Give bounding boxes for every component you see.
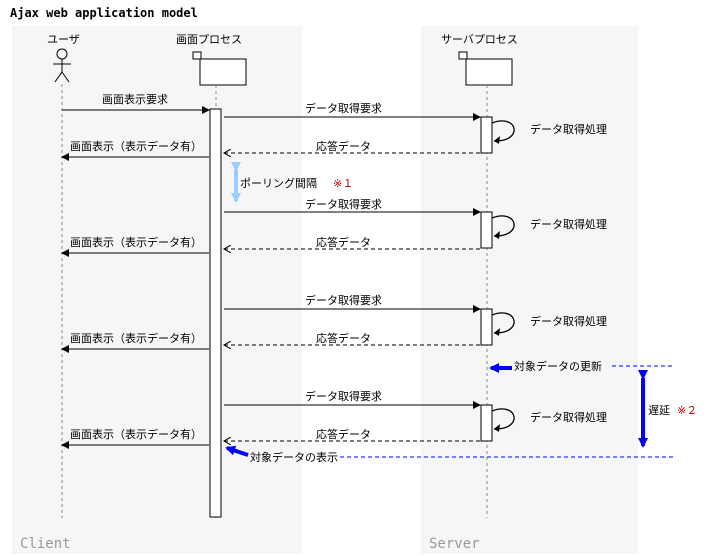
data-display-label: 対象データの表示 bbox=[250, 450, 338, 464]
screen-activation-bar bbox=[209, 108, 222, 518]
delay-label: 遅延 bbox=[648, 404, 670, 417]
server-zone-label: Server bbox=[429, 536, 480, 552]
data-request-label: データ取得要求 bbox=[305, 197, 382, 211]
server-activation-bar bbox=[480, 308, 493, 346]
lane-label-screen: 画面プロセス bbox=[176, 33, 242, 46]
self-call-loop bbox=[491, 215, 515, 237]
data-request-label: データ取得要求 bbox=[305, 293, 382, 307]
data-process-label: データ取得処理 bbox=[530, 410, 607, 424]
response-label: 応答データ bbox=[316, 235, 371, 249]
response-label: 応答データ bbox=[316, 139, 371, 153]
data-process-label: データ取得処理 bbox=[530, 217, 607, 231]
server-process-box bbox=[458, 51, 513, 86]
client-zone bbox=[12, 26, 302, 554]
server-activation-bar bbox=[480, 211, 493, 249]
server-activation-bar bbox=[480, 404, 493, 442]
self-call-loop bbox=[491, 408, 515, 430]
data-display-arrow bbox=[225, 445, 249, 457]
display-with-data-label: 画面表示（表示データ有） bbox=[70, 331, 202, 345]
server-activation-bar bbox=[480, 116, 493, 154]
response-label: 応答データ bbox=[316, 427, 371, 441]
client-zone-label: Client bbox=[20, 536, 71, 552]
self-call-loop bbox=[491, 312, 515, 334]
self-call-arrowhead bbox=[494, 424, 500, 432]
data-request-label: データ取得要求 bbox=[305, 389, 382, 403]
self-call-loop bbox=[491, 120, 515, 142]
lane-label-server: サーバプロセス bbox=[441, 33, 518, 46]
note1-marker: ※１ bbox=[333, 177, 353, 190]
display-with-data-label: 画面表示（表示データ有） bbox=[70, 139, 202, 153]
screen-process-box bbox=[192, 51, 247, 86]
self-call-arrowhead bbox=[494, 136, 500, 144]
note2-marker: ※２ bbox=[677, 404, 697, 417]
self-call-arrowhead bbox=[494, 328, 500, 336]
diagram-title: Ajax web application model bbox=[10, 6, 198, 20]
data-update-label: 対象データの更新 bbox=[514, 359, 602, 373]
response-label: 応答データ bbox=[316, 331, 371, 345]
data-process-label: データ取得処理 bbox=[530, 314, 607, 328]
server-zone bbox=[421, 26, 638, 554]
data-request-label: データ取得要求 bbox=[305, 101, 382, 115]
display-with-data-label: 画面表示（表示データ有） bbox=[70, 235, 202, 249]
display-with-data-label: 画面表示（表示データ有） bbox=[70, 427, 202, 441]
lane-label-user: ユーザ bbox=[47, 33, 80, 46]
display-request-label: 画面表示要求 bbox=[102, 92, 168, 106]
polling-interval-label: ポーリング間隔 bbox=[240, 176, 317, 190]
user-actor-icon bbox=[53, 48, 71, 83]
data-process-label: データ取得処理 bbox=[530, 122, 607, 136]
self-call-arrowhead bbox=[494, 231, 500, 239]
